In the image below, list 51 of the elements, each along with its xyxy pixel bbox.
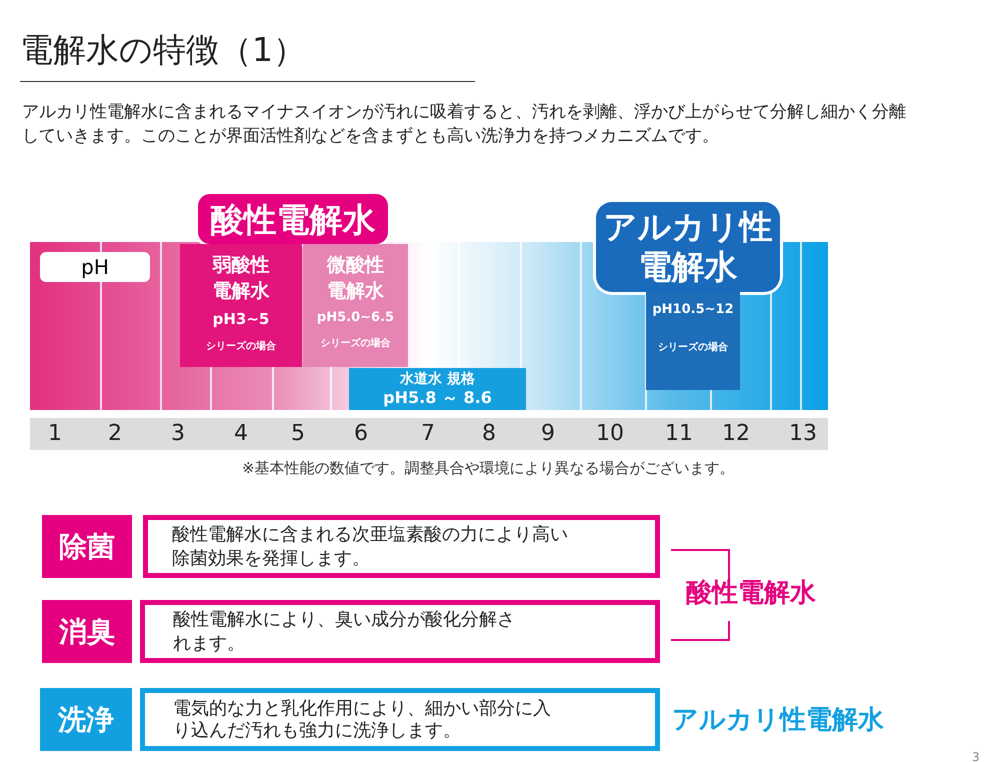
axis-number: 1 [47,420,63,448]
axis-number: 6 [353,420,369,448]
node-text: アルカリ性電解水 [603,207,773,287]
description-box [140,600,660,663]
node-text: 水道水 規格 [400,371,475,388]
axis-number: 2 [107,420,123,448]
axis-number: 8 [481,420,497,448]
axis-number: 12 [721,420,751,448]
node-text: 洗浄 [58,702,114,738]
node-text: pH10.5~12 [652,301,734,319]
axis-number: 3 [170,420,186,448]
alkaline-heading-badge [596,202,780,292]
node-text: シリーズの場合 [320,336,390,350]
axis-number: 10 [595,420,625,448]
node-text: 弱酸性電解水 [211,253,270,304]
node-text: 酸性電解水により、臭い成分が酸化分解されます。 [173,608,516,656]
acidic-heading-badge [198,194,388,244]
node-text: pH5.8 ～ 8.6 [383,388,492,407]
node-text: 酸性電解水 [686,576,817,610]
tap-water-box [349,368,526,410]
ph-label-box [40,252,150,282]
node-text: アルカリ性電解水 [672,704,885,736]
alkaline-range-box [646,292,740,390]
node-text: 電気的な力と乳化作用により、細かい部分に入り込んだ汚れも強力に洗浄します。 [173,698,552,742]
deodorize-tag [42,600,132,663]
axis-number: 7 [420,420,436,448]
node-text: 酸性電解水 [210,202,376,236]
node-text: 酸性電解水に含まれる次亜塩素酸の力により高い除菌効果を発揮します。 [172,522,569,570]
node-text: pH5.0~6.5 [316,309,394,327]
axis-number: 13 [788,420,818,448]
page-number: 3 [972,750,980,762]
axis-number: 11 [664,420,694,448]
cleaning-tag [40,688,132,751]
node-text: 消臭 [59,614,115,650]
node-text: 除菌 [59,528,115,564]
slight-acid-box [303,244,408,367]
page-title: 電解水の特徴（1） [20,29,306,71]
axis-number: 9 [540,420,556,448]
node-text: シリーズの場合 [206,340,276,354]
node-text: シリーズの場合 [658,340,728,354]
axis-number: 4 [233,420,249,448]
axis-number: 5 [290,420,306,448]
sterilize-tag [42,515,132,578]
intro-paragraph: アルカリ性電解水に含まれるマイナスイオンが汚れに吸着すると、汚れを剥離、浮かび上がらせて分解し細かく分離していきます。このことが界面活性剤などを含まずとも高い洗浄力を持つメカニズムです。 [22,101,907,148]
footnote: ※基本性能の数値です。調整具合や環境により異なる場合がございます。 [242,458,735,479]
description-box [140,688,660,751]
node-text: pH3~5 [212,309,270,330]
node-text: pH [81,254,109,281]
weak-acid-box [180,244,302,367]
description-box [143,515,660,578]
node-text: 微酸性電解水 [326,253,385,304]
